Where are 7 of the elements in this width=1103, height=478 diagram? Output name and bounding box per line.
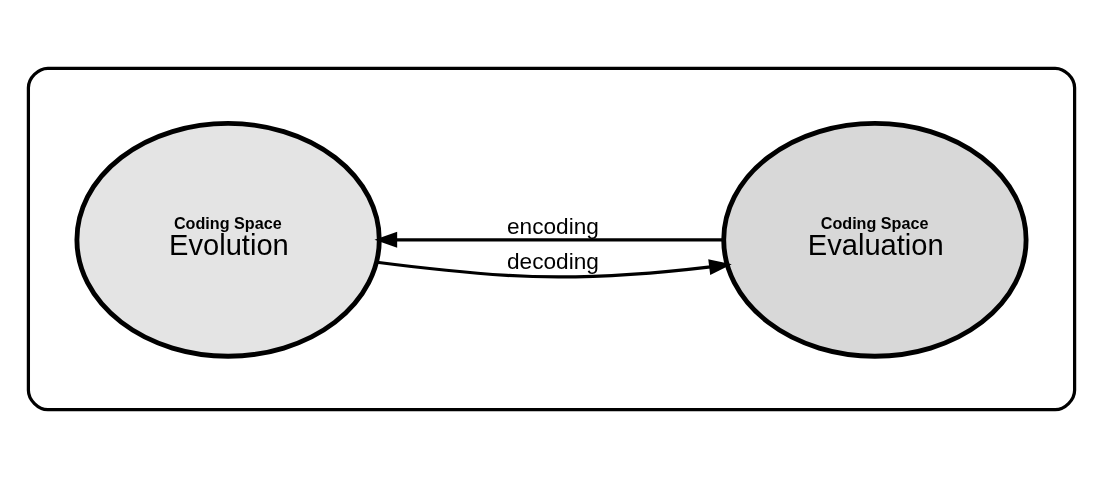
node-ellipse: Coding Space Evaluation <box>721 120 1029 359</box>
edge-label: decoding <box>507 249 599 275</box>
edge-label: encoding <box>507 213 599 239</box>
cluster <box>26 66 1077 412</box>
node-ellipse: Coding Space Evolution <box>74 120 382 359</box>
arrow <box>376 259 732 279</box>
arrow <box>374 231 724 248</box>
